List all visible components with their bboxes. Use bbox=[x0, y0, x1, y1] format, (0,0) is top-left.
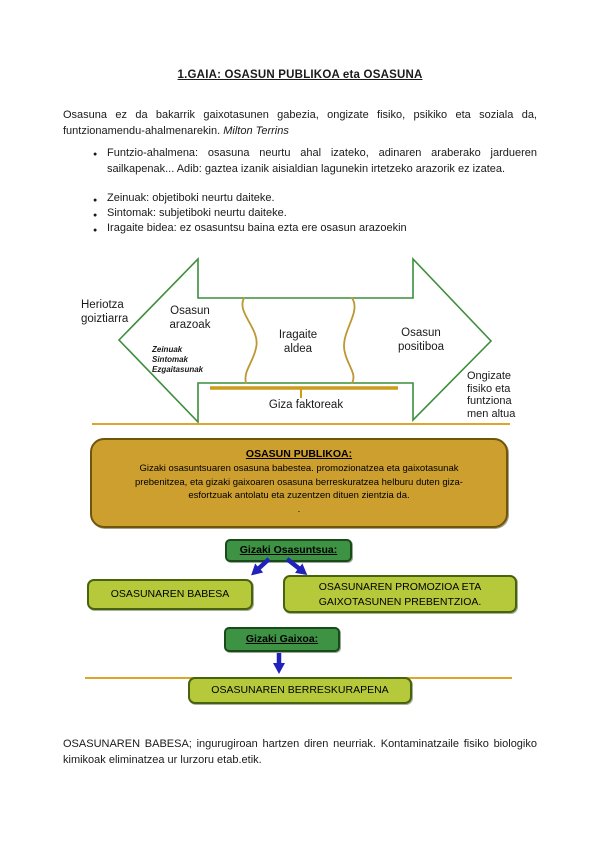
arrow-down-right-icon bbox=[285, 557, 308, 575]
bullet-text: Sintomak: subjetiboki neurtu daiteke. bbox=[107, 207, 287, 219]
promotion-box: OSASUNAREN PROMOZIOA ETA GAIXOTASUNEN PR… bbox=[283, 575, 517, 613]
human-factors-label: Giza faktoreak bbox=[268, 399, 344, 411]
page-title: 1.GAIA: OSASUN PUBLIKOA eta OSASUNA bbox=[177, 69, 423, 81]
arrow-down-left-icon bbox=[251, 557, 271, 576]
positive-health-label: Osasun positiboa bbox=[397, 327, 445, 353]
wavy-separator-left bbox=[241, 297, 258, 384]
closing-paragraph: OSASUNAREN BABESA; ingurugiroan hartzen … bbox=[63, 738, 537, 766]
bullet-icon: ● bbox=[93, 212, 98, 219]
bullet-item: ● Zeinuak: objetiboki neurtu daiteke. bbox=[93, 191, 537, 208]
wellbeing-label: Ongizate fisiko eta funtziona men altua bbox=[467, 370, 516, 420]
bullet-item: ● Funtzio-ahalmena: osasuna neurtu ahal … bbox=[93, 145, 537, 177]
split-arrows bbox=[251, 557, 308, 576]
bullet-text: Funtzio-ahalmena: osasuna neurtu ahal iz… bbox=[107, 147, 537, 175]
sick-person-box: Gizaki Gaixoa: bbox=[224, 627, 340, 652]
public-health-definition-box: OSASUN PUBLIKOA: Gizaki osasuntsuaren os… bbox=[90, 438, 508, 528]
bullet-item: ● Iragaite bidea: ez osasuntsu baina ezt… bbox=[93, 221, 537, 238]
intro-paragraph: Osasuna ez da bakarrik gaixotasunen gabe… bbox=[63, 107, 537, 139]
death-label: Heriotza goiztiarra bbox=[81, 299, 129, 325]
bullet-item: ● Sintomak: subjetiboki neurtu daiteke. bbox=[93, 206, 537, 223]
diagram-shapes bbox=[92, 256, 510, 425]
transition-zone-label: Iragaite aldea bbox=[278, 329, 318, 355]
intro-author: Milton Terrins bbox=[223, 125, 289, 137]
wavy-separator-right bbox=[343, 297, 356, 384]
protection-box: OSASUNAREN BABESA bbox=[87, 579, 253, 610]
double-arrow-outline bbox=[117, 256, 493, 424]
signs-symptoms-label: Zeinuak Sintomak Ezgaitasunak bbox=[152, 345, 204, 374]
recovery-box: OSASUNAREN BERRESKURAPENA bbox=[188, 677, 412, 704]
health-problems-label: Osasun arazoak bbox=[169, 305, 211, 331]
bullet-icon: ● bbox=[93, 151, 98, 158]
health-continuum-diagram: Heriotza goiztiarra Osasun arazoak Zeinu… bbox=[0, 253, 600, 431]
public-health-box-title: OSASUN PUBLIKOA: bbox=[245, 448, 353, 460]
bullet-icon: ● bbox=[93, 227, 98, 234]
public-health-box-footnote: . bbox=[297, 503, 301, 515]
bullet-text: Zeinuak: objetiboki neurtu daiteke. bbox=[107, 192, 275, 204]
public-health-box-body: Gizaki osasuntsuaren osasuna babestea. p… bbox=[135, 463, 463, 501]
bullet-text: Iragaite bidea: ez osasuntsu baina ezta … bbox=[107, 222, 407, 234]
bullet-icon: ● bbox=[93, 197, 98, 204]
intro-text: Osasuna ez da bakarrik gaixotasunen gabe… bbox=[63, 109, 537, 137]
down-arrow bbox=[273, 653, 285, 674]
